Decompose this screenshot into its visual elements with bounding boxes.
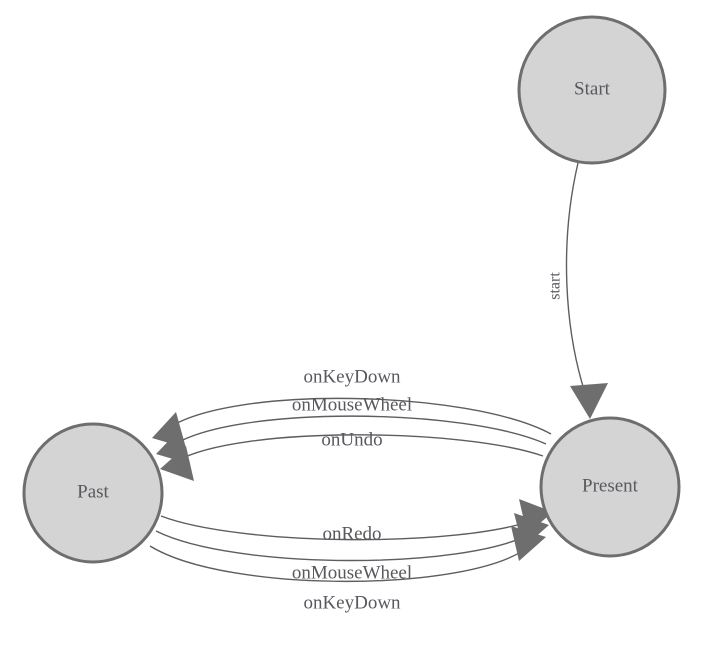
node-start-circle (517, 15, 667, 165)
node-present[interactable]: Present (539, 416, 681, 558)
edge-label-start: start (547, 272, 564, 300)
edge-past-to-present-redo[interactable]: onRedo (160, 499, 553, 544)
arrow-head-present-past-undo (160, 446, 194, 481)
node-past[interactable]: Past (22, 422, 164, 564)
edge-label-present-past-mousewheel: onMouseWheel (292, 394, 412, 415)
edge-start-to-present[interactable]: start (547, 162, 608, 419)
arrow-head-start-present (570, 383, 608, 419)
edge-path-present-past-undo (176, 434, 544, 462)
node-past-circle (22, 422, 164, 564)
edge-label-present-past-keydown: onKeyDown (303, 366, 401, 387)
edge-path-past-present-redo (160, 515, 538, 541)
arrow-head-past-present-keydown (511, 526, 546, 561)
edge-path-present-past-keydown (166, 397, 552, 435)
node-present-circle (539, 416, 681, 558)
edge-label-past-present-mousewheel: onMouseWheel (292, 562, 412, 583)
edge-path-past-present-keydown (149, 545, 529, 583)
edge-present-to-past-undo[interactable]: onUndo (160, 429, 544, 481)
edge-path-present-past-mousewheel (171, 415, 547, 447)
edge-label-past-present-keydown: onKeyDown (303, 592, 401, 613)
node-start-label: Start (574, 78, 611, 99)
edge-label-present-past-undo: onUndo (321, 429, 382, 450)
edge-path-start-present (565, 162, 589, 403)
node-present-label: Present (582, 475, 639, 496)
node-start[interactable]: Start (517, 15, 667, 165)
edge-path-past-present-mousewheel (155, 530, 533, 562)
node-past-label: Past (77, 481, 109, 502)
edge-past-to-present-keydown[interactable]: onKeyDown (149, 526, 546, 613)
edge-label-past-present-redo: onRedo (322, 523, 381, 544)
